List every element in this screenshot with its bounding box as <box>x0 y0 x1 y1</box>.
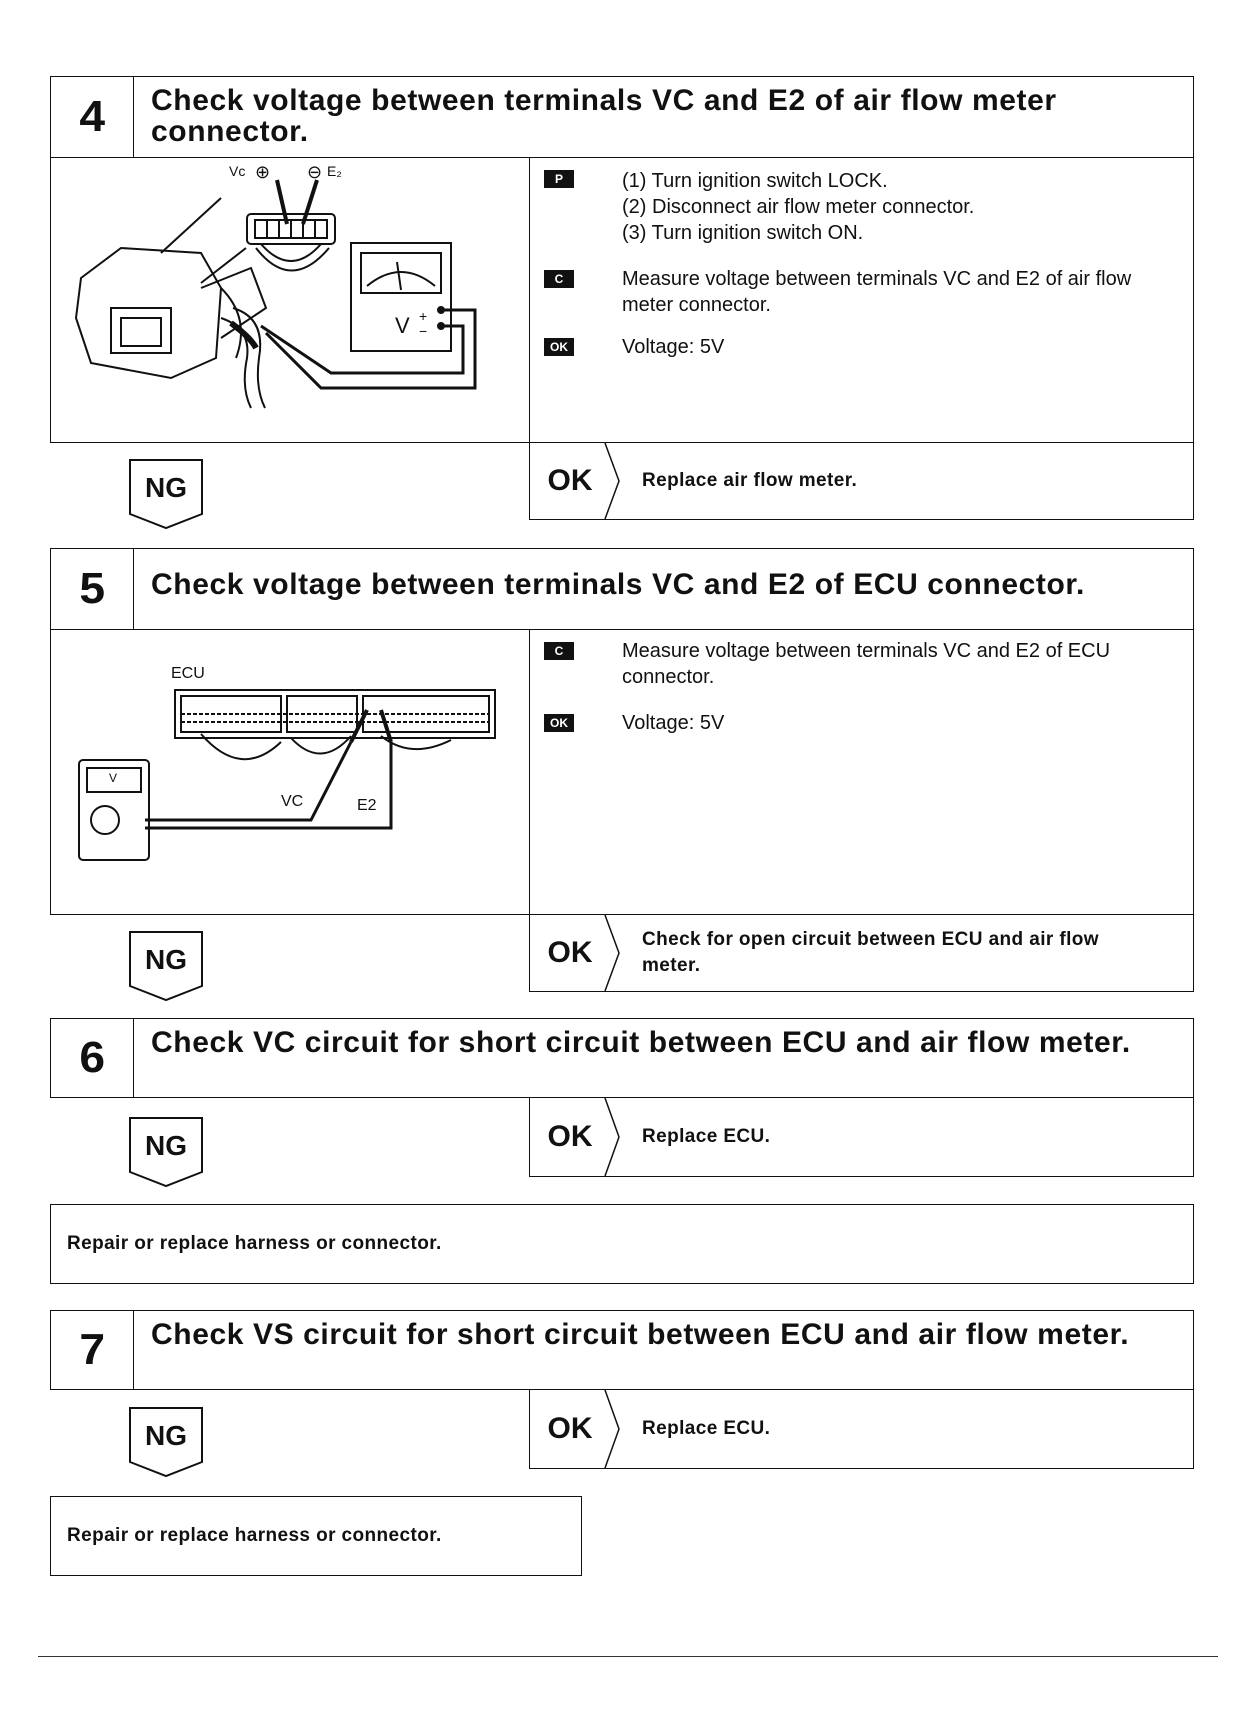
voltmeter-label: V <box>395 313 410 338</box>
air-flow-meter-illustration: Vc ⊕ ⊖ E₂ V + − <box>74 162 477 409</box>
step-number: 4 <box>51 77 134 157</box>
ng-branch-badge: NG <box>128 1406 204 1478</box>
ok-tag-icon: OK <box>544 714 574 732</box>
ok-criterion: Voltage: 5V <box>622 712 725 734</box>
minus-symbol: ⊖ <box>307 162 322 182</box>
step-number: 5 <box>51 549 134 629</box>
step-7-header: 7 Check VS circuit for short circuit bet… <box>50 1310 1194 1390</box>
prep-tag-icon: P <box>544 170 574 188</box>
chevron-right-icon <box>604 1390 620 1468</box>
ng-branch-badge: NG <box>128 458 204 530</box>
step-5-header: 5 Check voltage between terminals VC and… <box>50 548 1194 630</box>
voltmeter-label: V <box>109 771 117 785</box>
step-4-instructions: P (1) Turn ignition switch LOCK. (2) Dis… <box>529 157 1194 443</box>
svg-text:+: + <box>419 308 427 324</box>
step-5-instructions: C Measure voltage between terminals VC a… <box>529 629 1194 915</box>
step-title: Check voltage between terminals VC and E… <box>151 84 1057 148</box>
chevron-right-icon <box>604 1098 620 1176</box>
footer-rule <box>38 1656 1218 1657</box>
vc-terminal-label: Vc <box>229 163 245 179</box>
ok-action: Replace ECU. <box>642 1418 771 1439</box>
step-7-ok-result: OK Replace ECU. <box>529 1389 1194 1469</box>
step-4-figure-panel: Vc ⊕ ⊖ E₂ V + − <box>50 157 530 443</box>
ok-label: OK <box>547 464 593 497</box>
ng-arrow-icon <box>129 931 203 1002</box>
step-6-header: 6 Check VC circuit for short circuit bet… <box>50 1018 1194 1098</box>
svg-text:−: − <box>419 323 427 339</box>
ok-action: Check for open circuit between ECU and a… <box>642 929 1099 976</box>
check-tag-icon: C <box>544 642 574 660</box>
prep-step-1: (1) Turn ignition switch LOCK. <box>622 170 888 192</box>
repair-instruction: Repair or replace harness or connector. <box>67 1525 442 1546</box>
check-tag-icon: C <box>544 270 574 288</box>
ok-tag-icon: OK <box>544 338 574 356</box>
ng-arrow-icon <box>129 1117 203 1188</box>
ng-branch-badge: NG <box>128 1116 204 1188</box>
ecu-connector-illustration: ECU VC E2 V <box>78 665 496 861</box>
step-title: Check VC circuit for short circuit betwe… <box>151 1026 1131 1059</box>
step-7-repair-box: Repair or replace harness or connector. <box>50 1496 582 1576</box>
ok-action: Replace air flow meter. <box>642 470 858 491</box>
chevron-right-icon <box>604 443 620 519</box>
plus-symbol: ⊕ <box>255 162 270 182</box>
prep-step-2: (2) Disconnect air flow meter connector. <box>622 196 975 218</box>
prep-list: (1) Turn ignition switch LOCK. (2) Disco… <box>622 168 1181 246</box>
repair-instruction: Repair or replace harness or connector. <box>67 1233 442 1254</box>
ng-branch-badge: NG <box>128 930 204 1002</box>
ecu-label: ECU <box>171 665 205 682</box>
ok-label: OK <box>547 1120 593 1153</box>
ok-action: Replace ECU. <box>642 1126 771 1147</box>
e2-terminal-label: E₂ <box>327 163 342 179</box>
step-6-repair-box: Repair or replace harness or connector. <box>50 1204 1194 1284</box>
ok-label: OK <box>547 936 593 969</box>
chevron-right-icon <box>604 915 620 991</box>
step-4-ok-result: OK Replace air flow meter. <box>529 442 1194 520</box>
ng-arrow-icon <box>129 459 203 530</box>
e2-terminal-label: E2 <box>357 797 377 814</box>
step-number: 6 <box>51 1019 134 1097</box>
ng-arrow-icon <box>129 1407 203 1478</box>
ok-criterion: Voltage: 5V <box>622 336 725 358</box>
ok-label: OK <box>547 1412 593 1445</box>
step-6-ok-result: OK Replace ECU. <box>529 1097 1194 1177</box>
step-4-header: 4 Check voltage between terminals VC and… <box>50 76 1194 158</box>
step-title: Check voltage between terminals VC and E… <box>151 568 1085 601</box>
vc-terminal-label: VC <box>281 793 303 810</box>
step-number: 7 <box>51 1311 134 1389</box>
prep-step-3: (3) Turn ignition switch ON. <box>622 222 864 244</box>
step-5-ok-result: OK Check for open circuit between ECU an… <box>529 914 1194 992</box>
step-5-figure-panel: ECU VC E2 V <box>50 629 530 915</box>
check-instruction: Measure voltage between terminals VC and… <box>622 640 1111 688</box>
step-title: Check VS circuit for short circuit betwe… <box>151 1318 1130 1351</box>
check-instruction: Measure voltage between terminals VC and… <box>622 268 1132 316</box>
